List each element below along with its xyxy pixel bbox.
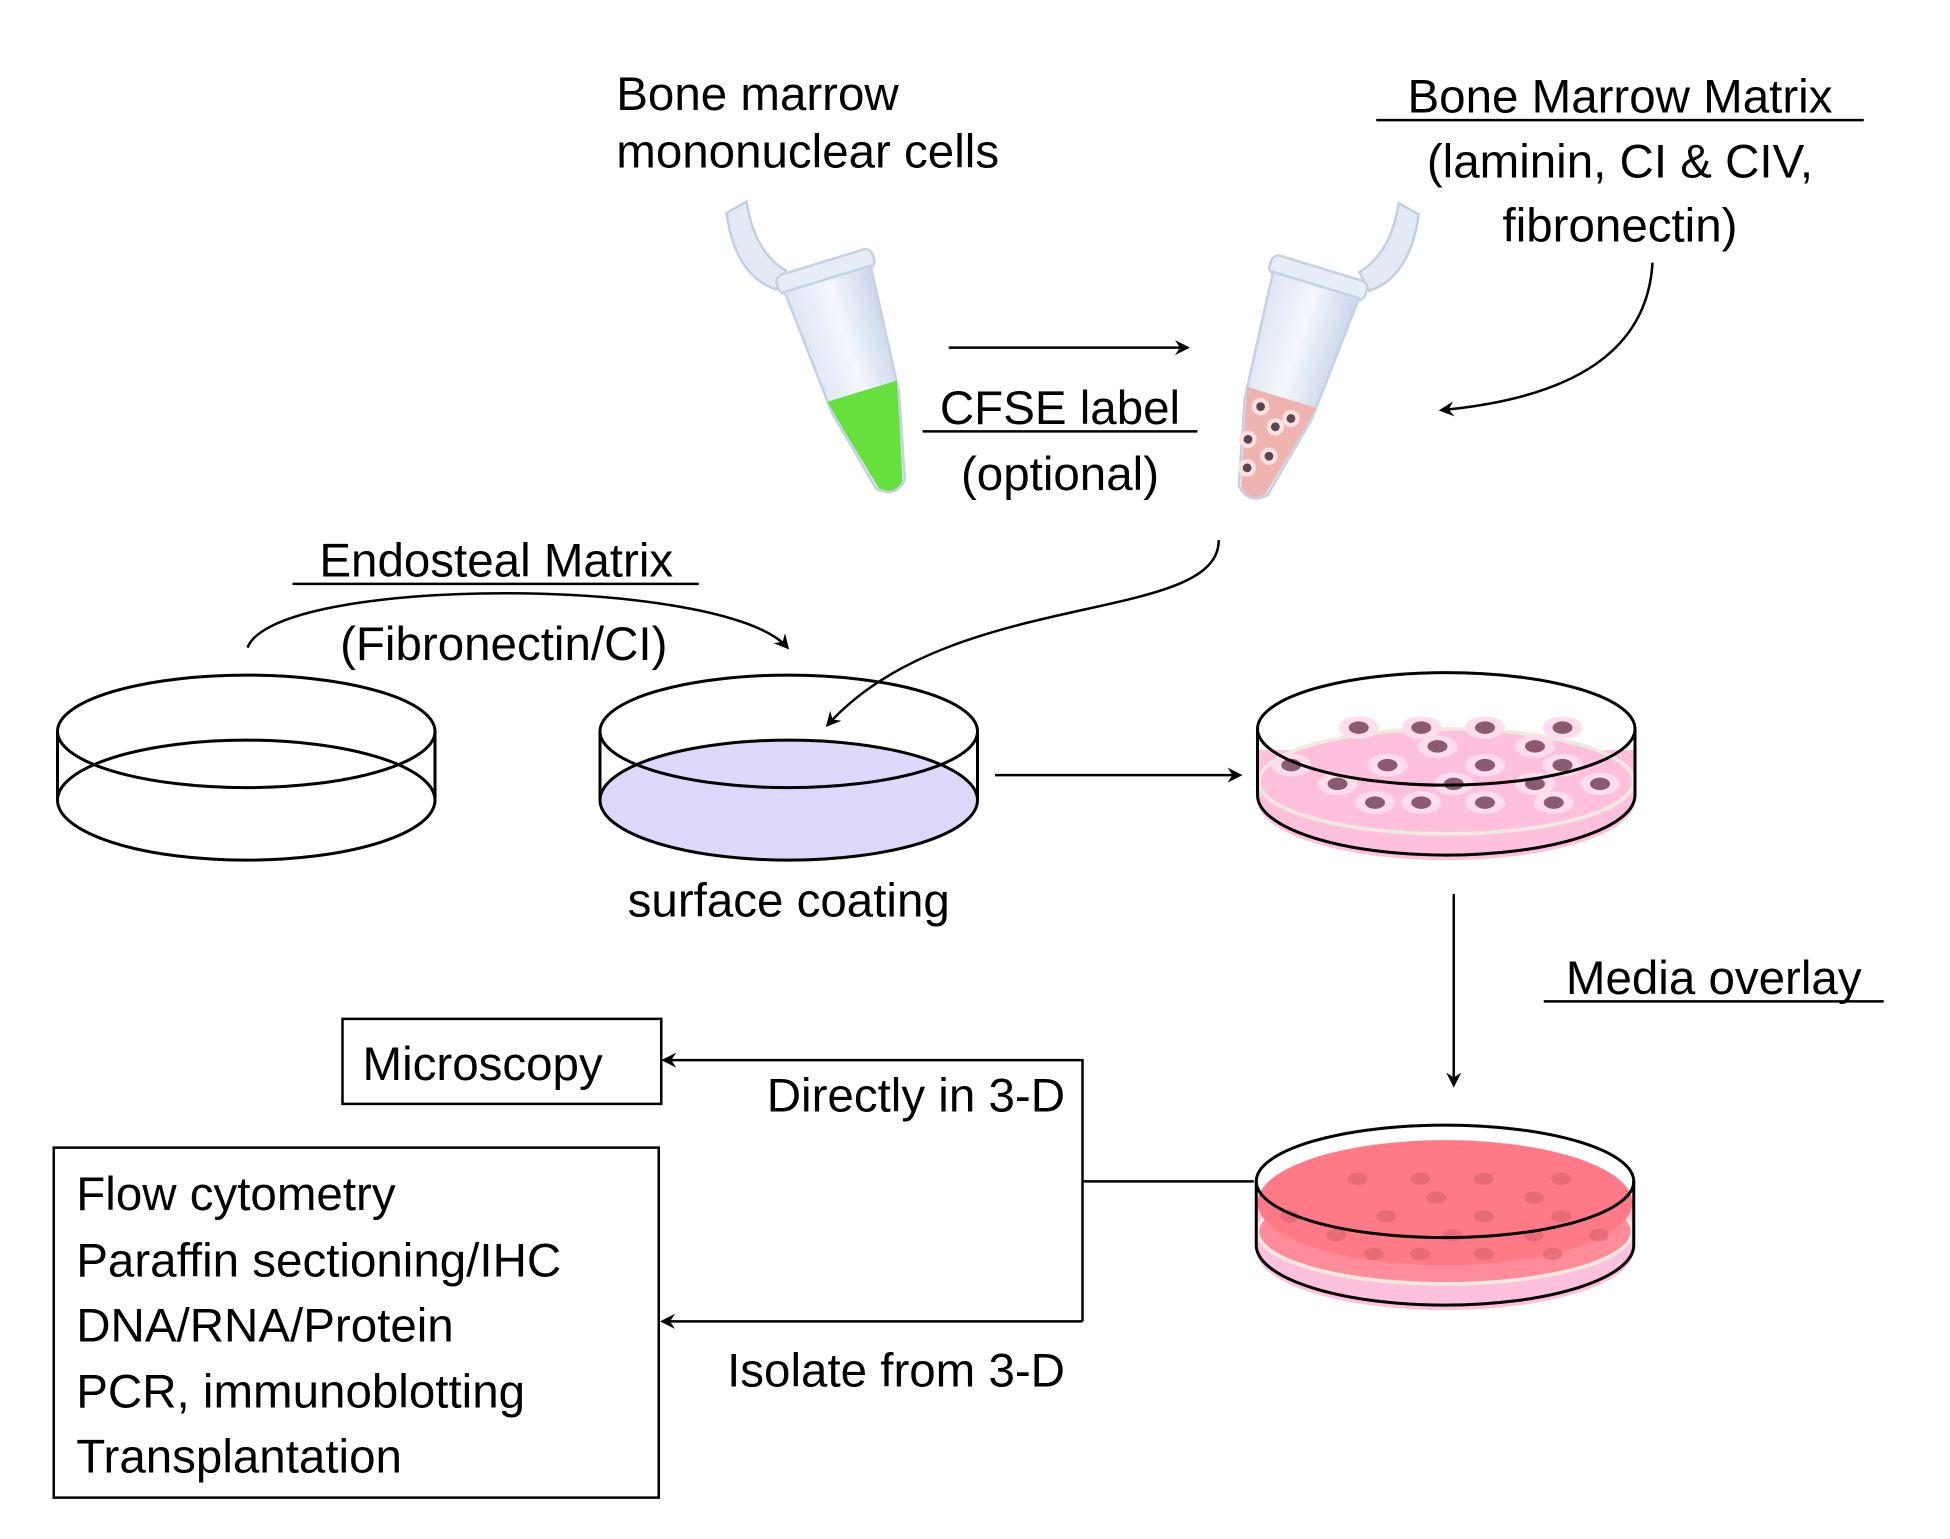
bmm-title: Bone Marrow Matrix (1408, 71, 1833, 124)
dish-icon-coated (598, 673, 979, 862)
cell-nucleus (1377, 758, 1398, 772)
cell-nucleus-faded (1376, 1210, 1397, 1223)
media-overlay-label: Media overlay (1566, 952, 1862, 1005)
dish-icon-media (1254, 1123, 1636, 1311)
arrow-cells-to-dish (825, 540, 1220, 727)
cell-nucleus-faded (1442, 1228, 1463, 1242)
cell-nucleus (1552, 758, 1573, 772)
cell-nucleus-faded (1326, 1228, 1347, 1242)
directly-label: Directly in 3-D (767, 1069, 1065, 1122)
cell-nucleus-faded (1551, 1172, 1572, 1186)
endosteal-sub: (Fibronectin/CI) (340, 618, 667, 671)
bmmnc-label-line2: mononuclear cells (616, 126, 999, 179)
cell-nucleus-faded (1542, 1247, 1563, 1261)
cell-nucleus (1475, 721, 1495, 734)
cell-nucleus-faded (1588, 1228, 1609, 1242)
cell-nucleus-faded (1473, 1172, 1494, 1186)
cell-nucleus-faded (1280, 1210, 1300, 1223)
cell-nucleus-faded (1410, 1172, 1430, 1186)
cell-nucleus-faded (1473, 1210, 1494, 1223)
surface-coating-label: surface coating (628, 874, 950, 927)
cell-nucleus (1427, 740, 1448, 753)
isolate-label: Isolate from 3-D (727, 1344, 1065, 1397)
bmmnc-label-line1: Bone marrow (616, 68, 899, 121)
cell-nucleus (1348, 721, 1369, 734)
cell-nucleus (1525, 740, 1545, 753)
bmm-components-line2: fibronectin) (1503, 199, 1738, 252)
tube-icon-cfse (725, 199, 907, 494)
analyses-box (52, 1146, 660, 1499)
analysis-item: Paraffin sectioning/IHC (76, 1234, 561, 1287)
cell-nucleus-faded (1523, 1191, 1544, 1204)
cell-nucleus (1475, 758, 1495, 772)
cfse-cell-suspension (827, 380, 903, 491)
bmm-components-line1: (laminin, CI & CIV, (1427, 136, 1813, 189)
tube-icon-matrix (1237, 201, 1421, 500)
cell-nucleus (1552, 721, 1573, 734)
cell-nucleus (1411, 721, 1432, 734)
cell-nucleus (1543, 796, 1564, 809)
cell-nucleus (1475, 796, 1495, 809)
cell-nucleus-faded (1473, 1247, 1494, 1261)
microscopy-label: Microscopy (363, 1038, 603, 1091)
microscopy-box (341, 1017, 663, 1106)
cfse-sub: (optional) (961, 448, 1159, 501)
cell-nucleus-faded (1551, 1210, 1572, 1223)
endosteal-title: Endosteal Matrix (319, 534, 673, 587)
arrow-endosteal (246, 592, 790, 650)
cell-nucleus-faded (1363, 1247, 1384, 1261)
analysis-item: PCR, immunoblotting (76, 1366, 525, 1419)
cell-nucleus (1365, 796, 1385, 809)
cell-nucleus-faded (1426, 1191, 1447, 1204)
cell-nucleus (1590, 777, 1610, 791)
arrow-directly (661, 1052, 1084, 1322)
analysis-item: DNA/RNA/Protein (76, 1299, 453, 1352)
cell-nucleus-faded (1347, 1172, 1368, 1186)
cell-nucleus-faded (1410, 1247, 1430, 1261)
cfse-title: CFSE label (940, 382, 1180, 435)
arrow-bmm-to-tube (1438, 262, 1654, 417)
cell-nucleus (1411, 796, 1432, 809)
analysis-item: Flow cytometry (76, 1168, 396, 1221)
dish-icon-culture (1256, 671, 1637, 861)
analysis-item: Transplantation (76, 1431, 402, 1484)
cell-nucleus (1327, 777, 1348, 791)
dish-icon-empty (56, 673, 437, 862)
